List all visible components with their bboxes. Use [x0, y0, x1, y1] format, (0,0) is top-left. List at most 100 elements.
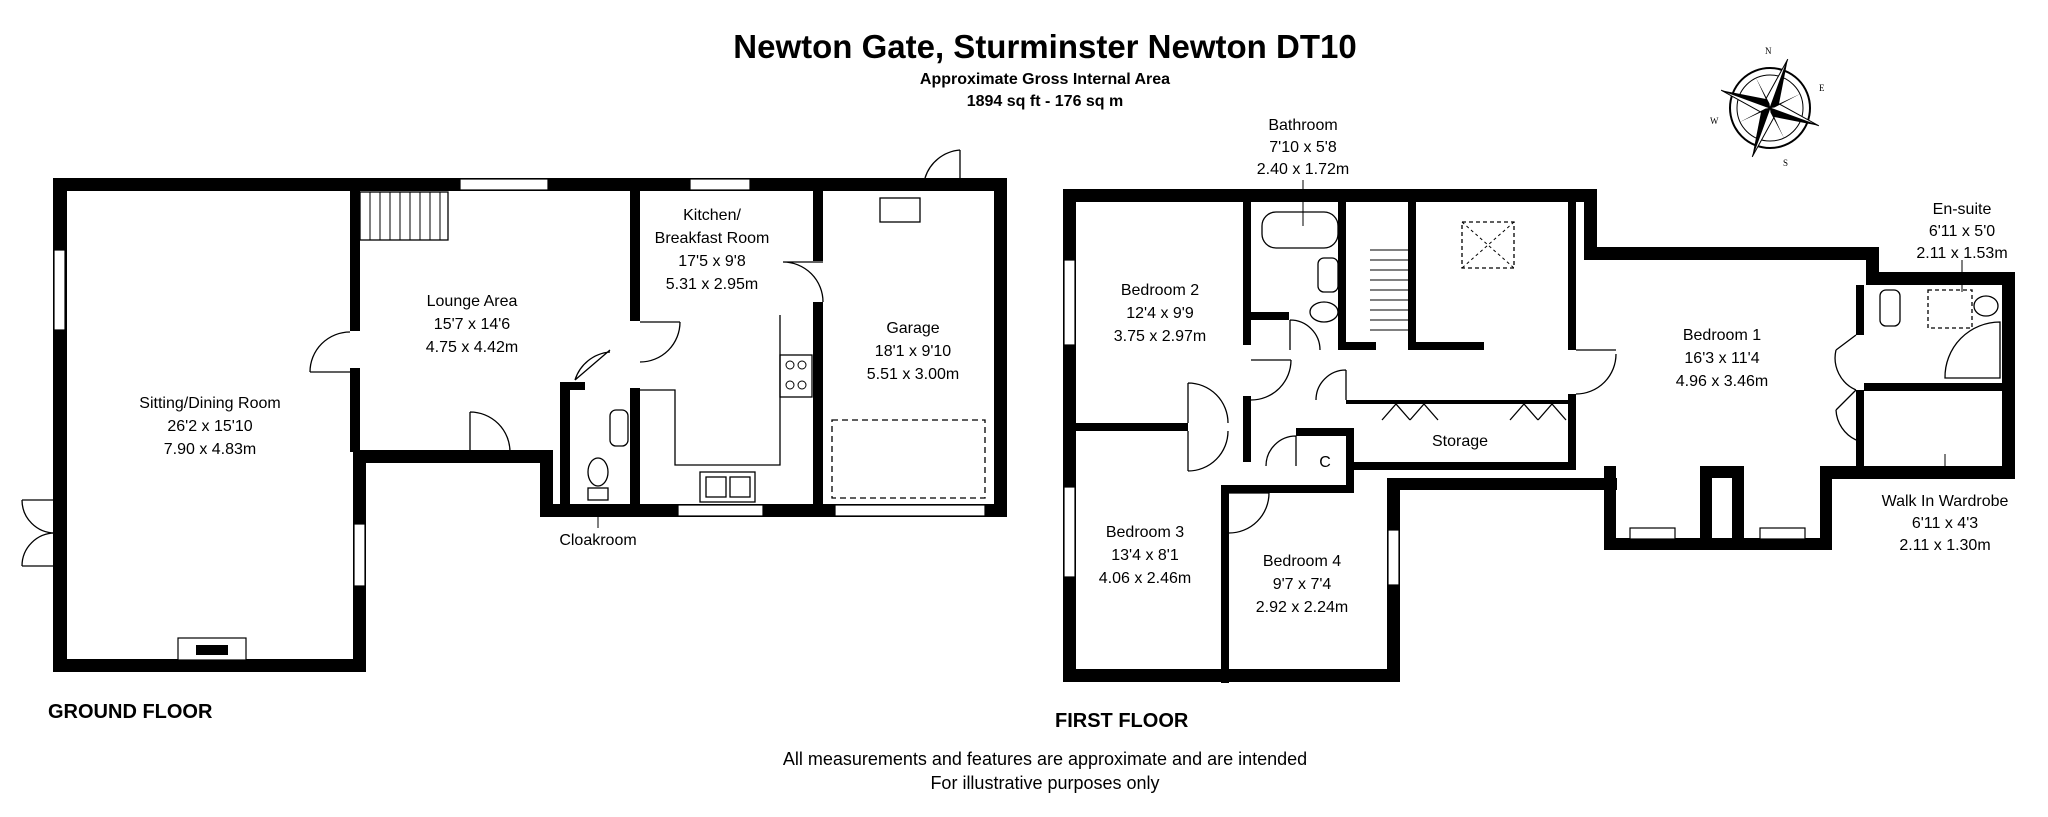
first-floor-label: FIRST FLOOR [1055, 710, 1189, 732]
kitchen-counter [640, 315, 781, 466]
hob [779, 354, 813, 398]
room-name-sitting-dining: Sitting/Dining Room [139, 395, 280, 412]
room-size-metric: 2.11 x 1.30m [1899, 537, 1990, 554]
wall [1856, 285, 1864, 335]
wall [813, 191, 823, 261]
garage-door [831, 419, 986, 499]
room-name-storage: Storage [1432, 433, 1488, 450]
basin [609, 409, 629, 447]
wall [994, 178, 1007, 517]
window [1063, 259, 1076, 346]
wall [1866, 466, 2015, 479]
window [353, 523, 366, 587]
room-size-imperial: 16'3 x 11'4 [1684, 350, 1759, 367]
wall [1604, 538, 1832, 550]
door [1315, 369, 1347, 401]
wall [350, 368, 360, 452]
disclaimer-line-2: For illustrative purposes only [930, 773, 1159, 793]
shower [1944, 321, 2001, 379]
door [1834, 334, 1857, 391]
compass-east-label: E [1819, 83, 1825, 93]
wall [630, 388, 640, 508]
toilet [587, 457, 609, 487]
skylight-cross [1461, 221, 1515, 269]
wall [1346, 400, 1576, 404]
wall [1568, 394, 1576, 470]
window [1387, 529, 1400, 586]
room-size-imperial: 13'4 x 8'1 [1111, 547, 1179, 564]
wall [630, 191, 640, 321]
wall [1346, 462, 1576, 470]
door [1187, 382, 1229, 424]
door [574, 349, 611, 381]
room-name-kitchen-line2: Breakfast Room [655, 230, 770, 247]
window [677, 504, 764, 517]
wall [1584, 247, 1879, 260]
wall [1346, 342, 1376, 350]
bath [1261, 211, 1339, 249]
wall [1243, 202, 1251, 345]
toilet [1309, 301, 1339, 323]
room-name-walk-in-wardrobe: Walk In Wardrobe [1882, 493, 2009, 510]
wall [1866, 272, 2015, 285]
wall [1076, 423, 1188, 431]
wall [353, 450, 553, 463]
door [1265, 435, 1297, 467]
room-size-imperial: 15'7 x 14'6 [434, 316, 510, 333]
room-size-imperial: 9'7 x 7'4 [1273, 576, 1332, 593]
wall [1712, 466, 1732, 478]
wall [350, 191, 360, 331]
room-size-metric: 4.06 x 2.46m [1099, 570, 1192, 587]
toilet [1973, 295, 1999, 317]
basin [1879, 289, 1901, 327]
door [1187, 430, 1229, 472]
window [689, 178, 751, 191]
boiler [879, 197, 921, 223]
fireplace-grate [196, 645, 228, 655]
room-name-bedroom-1: Bedroom 1 [1683, 327, 1761, 344]
wardrobe-doors [1509, 403, 1567, 421]
kitchen-sink-bowl [729, 476, 751, 498]
room-size-imperial: 18'1 x 9'10 [875, 343, 951, 360]
wall [560, 382, 570, 508]
wall [1700, 466, 1712, 550]
stair-treads [1370, 249, 1408, 331]
toilet-cistern [587, 487, 609, 501]
door [782, 261, 824, 303]
room-name-bedroom-3: Bedroom 3 [1106, 524, 1184, 541]
skylight [1461, 221, 1515, 269]
wall [1568, 202, 1576, 350]
page-title: Newton Gate, Sturminster Newton DT10 [733, 28, 1356, 65]
wall [1387, 478, 1617, 490]
door [469, 411, 511, 453]
wall [1864, 383, 2007, 391]
wall [1296, 428, 1354, 436]
wall [1584, 189, 1597, 247]
disclaimer-line-1: All measurements and features are approx… [783, 749, 1307, 769]
wall [813, 302, 823, 506]
room-name-en-suite: En-suite [1933, 201, 1992, 218]
room-size-metric: 7.90 x 4.83m [164, 441, 257, 458]
skylight-cross [1461, 221, 1515, 269]
wall [560, 382, 585, 390]
window [459, 178, 549, 191]
compass-west-label: W [1710, 116, 1719, 126]
room-size-imperial: 26'2 x 15'10 [167, 418, 252, 435]
french-door [21, 499, 56, 534]
basin [1317, 257, 1339, 293]
door [1575, 349, 1617, 395]
door [924, 149, 961, 179]
hob-burners [785, 360, 807, 390]
room-size-imperial: 17'5 x 9'8 [678, 253, 746, 270]
wall [53, 659, 366, 672]
door [1250, 359, 1292, 401]
wall [1856, 390, 1864, 478]
room-size-metric: 4.96 x 3.46m [1676, 373, 1769, 390]
skylight [1927, 289, 1973, 329]
wall [1063, 669, 1400, 682]
wall [1408, 342, 1484, 350]
room-name-bedroom-4: Bedroom 4 [1263, 553, 1341, 570]
window [53, 249, 66, 331]
room-name-bedroom-2: Bedroom 2 [1121, 282, 1199, 299]
wall [1243, 396, 1251, 462]
